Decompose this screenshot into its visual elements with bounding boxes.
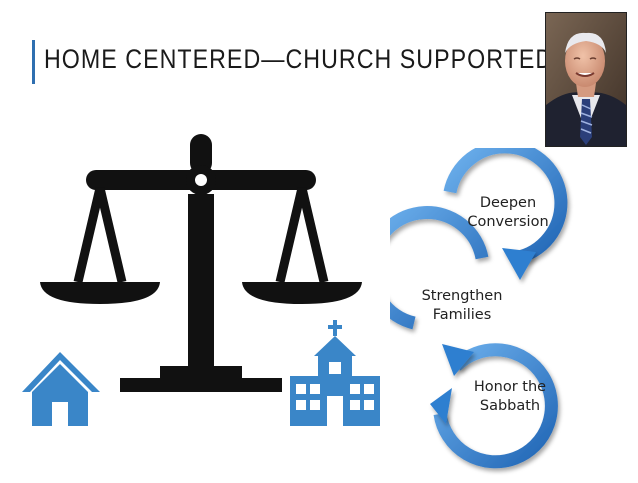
house-icon [22, 352, 100, 426]
cycle-arrow-1 [502, 248, 536, 280]
cycle-step-2-line1: Strengthen [421, 288, 503, 304]
cycle-step-2-line2: Families [432, 307, 492, 323]
cycle-ring-1 [443, 140, 568, 265]
slide-title: HOME CENTERED—CHURCH SUPPORTED [44, 44, 554, 74]
church-building-icon [290, 320, 380, 426]
cycle-step-3-label: Honor the Sabbath [464, 378, 556, 416]
cycle-step-1-label: Deepen Conversion [462, 194, 554, 232]
cycle-step-1-line1: Deepen [479, 195, 537, 211]
balance-scale-icon [40, 134, 362, 392]
cycle-arrow-3 [430, 388, 452, 424]
cycle-step-1-line2: Conversion [467, 214, 549, 230]
title-accent-bar [32, 40, 35, 84]
balance-scale-illustration [20, 130, 380, 435]
cycle-step-3-line1: Honor the [473, 379, 547, 395]
speaker-portrait [545, 12, 627, 147]
cycle-arrow-2 [442, 344, 474, 376]
cycle-step-2-label: Strengthen Families [414, 287, 510, 325]
cycle-step-3-line2: Sabbath [479, 398, 541, 414]
cycle-ring-3 [433, 343, 558, 469]
